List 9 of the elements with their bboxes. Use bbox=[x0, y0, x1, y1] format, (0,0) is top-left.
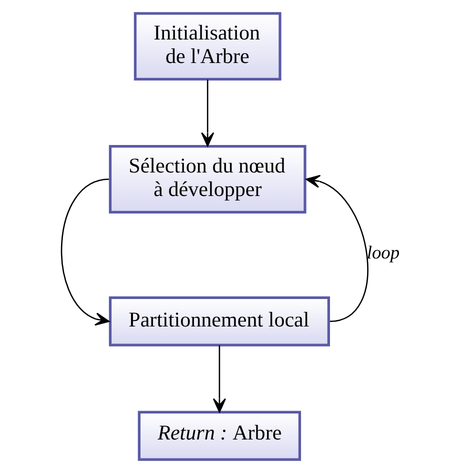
node-box: Partitionnement local bbox=[108, 296, 330, 346]
arrow bbox=[306, 174, 368, 322]
node-box: Return : Arbre bbox=[138, 410, 302, 461]
edge-label: loop bbox=[366, 242, 400, 262]
node-box: Sélection du nœud à développer bbox=[108, 145, 306, 214]
arrow bbox=[201, 80, 214, 147]
arrow bbox=[61, 178, 110, 326]
node-box: Initialisation de l'Arbre bbox=[134, 12, 282, 81]
arrow bbox=[212, 345, 226, 413]
